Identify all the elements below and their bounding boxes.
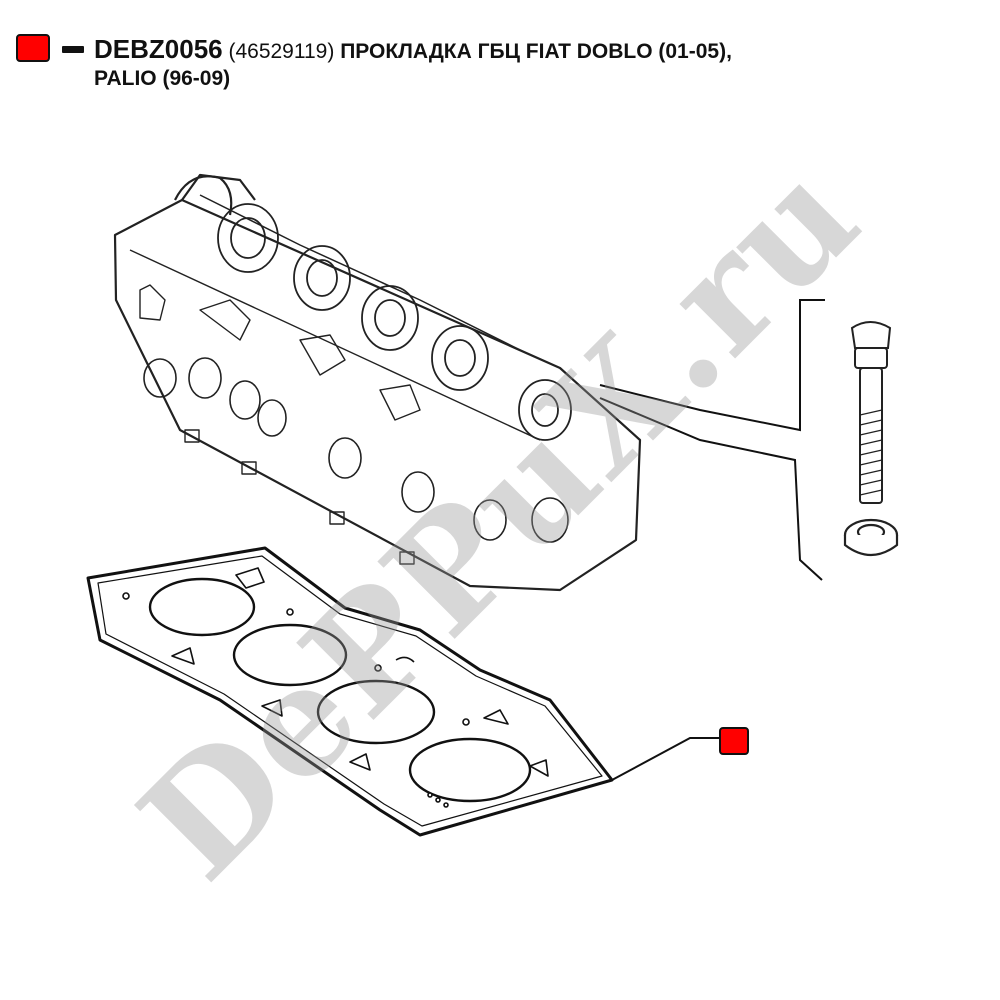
gasket-callout — [611, 727, 749, 781]
legend-swatch — [16, 34, 50, 62]
callout-marker — [719, 727, 749, 755]
bolt-leader-lines — [599, 299, 825, 581]
head-bolt — [850, 321, 892, 504]
oem-code: (46529119) — [228, 40, 335, 63]
legend-dash — [62, 46, 84, 53]
bolt-washer — [843, 518, 899, 557]
part-code: DEBZ0056 — [94, 34, 223, 64]
part-description-line2: PALIO (96-09) — [94, 67, 231, 90]
head-gasket — [86, 546, 614, 837]
part-description: ПРОКЛАДКА ГБЦ FIAT DOBLO (01-05), — [340, 40, 732, 63]
part-title: DEBZ0056 (46529119) ПРОКЛАДКА ГБЦ FIAT D… — [94, 34, 984, 67]
cylinder-head — [113, 173, 642, 592]
